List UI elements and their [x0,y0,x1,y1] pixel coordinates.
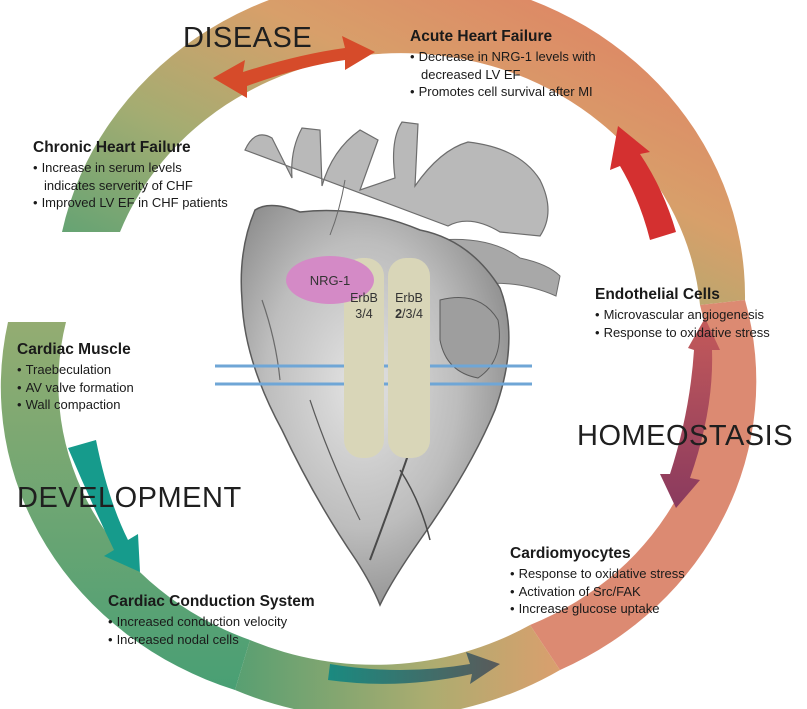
cardiomyocytes-block: Cardiomyocytes Response to oxidative str… [510,544,685,618]
cardiomyocytes-title: Cardiomyocytes [510,544,685,563]
list-item: Traebeculation [17,361,134,379]
erbb-right-line2: 2/3/4 [395,307,423,321]
endothelial-cells-title: Endothelial Cells [595,285,770,304]
homeostasis-label: HOMEOSTASIS [577,420,793,453]
cardiac-conduction-system-list: Increased conduction velocity Increased … [108,613,315,648]
endothelial-cells-block: Endothelial Cells Microvascular angiogen… [595,285,770,341]
list-item: Increase glucose uptake [510,600,685,618]
list-item: Response to oxidative stress [595,324,770,342]
cardiac-muscle-list: Traebeculation AV valve formation Wall c… [17,361,134,414]
cardiac-conduction-system-title: Cardiac Conduction System [108,592,315,611]
endothelial-cells-list: Microvascular angiogenesis Response to o… [595,306,770,341]
list-item: Decrease in NRG-1 levels with [410,48,596,66]
cardiac-muscle-title: Cardiac Muscle [17,340,134,359]
ring-notch-cover [0,232,62,300]
cardiac-conduction-system-block: Cardiac Conduction System Increased cond… [108,592,315,648]
list-item: Wall compaction [17,396,134,414]
acute-heart-failure-list: Decrease in NRG-1 levels with decreased … [410,48,596,101]
erbb-right-line1: ErbB [395,291,423,305]
cardiomyocytes-list: Response to oxidative stress Activation … [510,565,685,618]
chronic-heart-failure-block: Chronic Heart Failure Increase in serum … [33,138,228,212]
acute-heart-failure-block: Acute Heart Failure Decrease in NRG-1 le… [410,27,596,101]
erbb-right-line2-rest: /3/4 [402,307,423,321]
erbb-left-line1: ErbB [350,291,378,305]
chronic-heart-failure-title: Chronic Heart Failure [33,138,228,157]
list-item: Microvascular angiogenesis [595,306,770,324]
list-item: Increase in serum levels [33,159,228,177]
development-label: DEVELOPMENT [17,482,242,515]
list-item: Increased conduction velocity [108,613,315,631]
list-item: Activation of Src/FAK [510,583,685,601]
list-item: Improved LV EF in CHF patients [33,194,228,212]
erbb-2-3-4-receptor [388,258,430,458]
erbb-right-line2-bold: 2 [395,307,402,321]
disease-label: DISEASE [183,22,312,55]
list-item: Promotes cell survival after MI [410,83,596,101]
list-item: Increased nodal cells [108,631,315,649]
list-item: Response to oxidative stress [510,565,685,583]
cardiac-muscle-block: Cardiac Muscle Traebeculation AV valve f… [17,340,134,414]
list-item: indicates serverity of CHF [33,177,228,195]
acute-heart-failure-title: Acute Heart Failure [410,27,596,46]
erbb-left-line2: 3/4 [355,307,372,321]
nrg1-label: NRG-1 [310,273,350,288]
list-item: decreased LV EF [410,66,596,84]
list-item: AV valve formation [17,379,134,397]
chronic-heart-failure-list: Increase in serum levels indicates serve… [33,159,228,212]
